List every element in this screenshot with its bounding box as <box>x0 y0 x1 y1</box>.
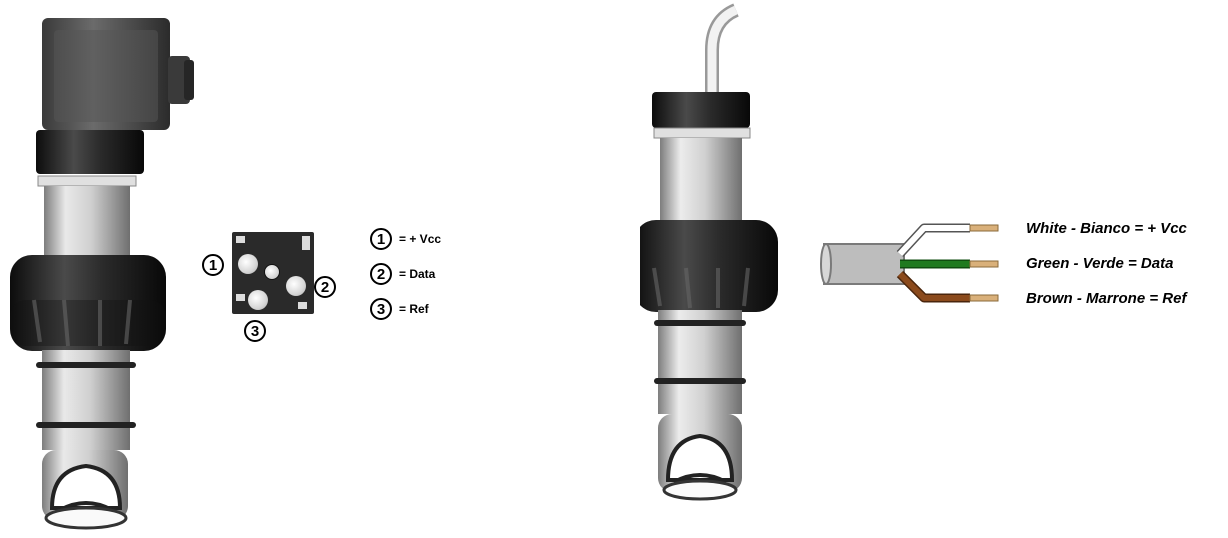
legend-label: = + Vcc <box>399 232 442 246</box>
wire-label-white: White - Bianco = + Vcc <box>1026 220 1187 237</box>
pin-pad-1 <box>238 254 258 274</box>
wire-diagram <box>820 223 999 303</box>
pin-number-1: 1 <box>202 254 224 276</box>
pin-number-3: 3 <box>244 320 266 342</box>
sensor-with-cable <box>640 3 778 501</box>
pin-pad-3 <box>248 290 268 310</box>
cable-jacket <box>823 243 905 285</box>
legend-number: 1 <box>370 228 392 250</box>
legend-row-3: 3 = Ref <box>370 296 429 322</box>
pin-number-2: 2 <box>314 276 336 298</box>
connector-pcb <box>232 232 314 314</box>
wire-label-green: Green - Verde = Data <box>1026 255 1174 272</box>
wire-tip-green <box>969 260 999 268</box>
cable-gland <box>652 92 750 128</box>
legend-number: 2 <box>370 263 392 285</box>
wire-tip-brown <box>969 294 999 302</box>
legend-number: 3 <box>370 298 392 320</box>
legend-label: = Data <box>399 267 436 281</box>
sensor-with-din-connector <box>10 18 194 530</box>
pin-pad-2 <box>286 276 306 296</box>
legend-label: = Ref <box>399 302 429 316</box>
legend-row-2: 2 = Data <box>370 261 435 287</box>
nut <box>36 130 144 174</box>
wire-tip-white <box>969 224 999 232</box>
legend-row-1: 1 = + Vcc <box>370 226 441 252</box>
pin-center <box>264 264 280 280</box>
collar <box>640 220 778 312</box>
wire-label-brown: Brown - Marrone = Ref <box>1026 290 1187 307</box>
